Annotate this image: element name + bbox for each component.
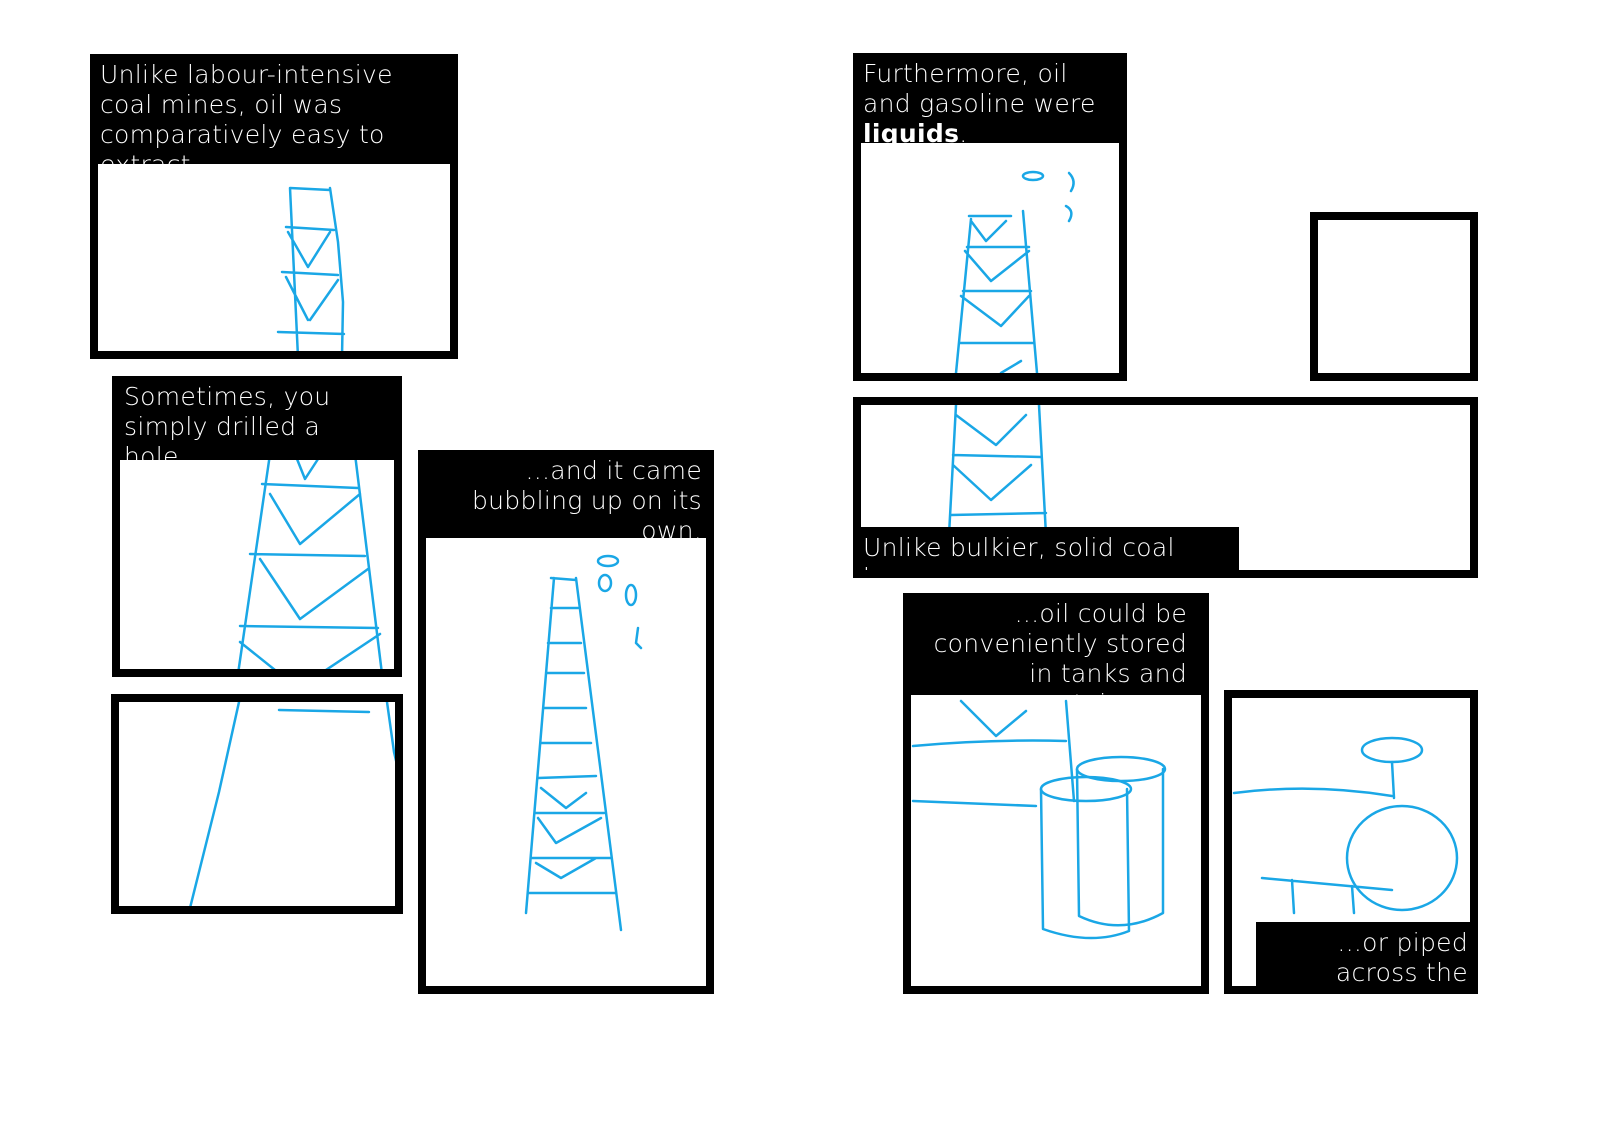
derrick-drawing	[189, 702, 395, 906]
derrick-drawing	[954, 170, 1075, 373]
comic-panel-7: Unlike bulkier, solid coal lumps...	[853, 397, 1478, 578]
caption-emphasis: liquids	[863, 119, 960, 148]
comic-panel-3	[111, 694, 403, 914]
derrick-drawing	[524, 554, 643, 932]
comic-panel-2: Sometimes, you simply drilled a hole...	[112, 376, 402, 677]
caption-box: ...or piped across the countryside.	[1256, 922, 1470, 986]
caption-box: Unlike bulkier, solid coal lumps...	[861, 527, 1239, 570]
comic-panel-8: ...oil could be conveniently stored in t…	[903, 593, 1209, 994]
caption-box: Unlike labour-intensive coal mines, oil …	[98, 62, 450, 179]
derrick-drawing	[947, 405, 1048, 537]
tanks-drawing	[911, 699, 1167, 940]
comic-panel-9: ...or piped across the countryside.	[1224, 690, 1478, 994]
caption-text: Furthermore, oil and gasoline were	[863, 59, 1096, 118]
caption-box: ...oil could be conveniently stored in t…	[911, 601, 1201, 718]
comic-panel-5: Furthermore, oil and gasoline were liqui…	[853, 53, 1127, 381]
comic-panel-6	[1310, 212, 1478, 381]
comic-panel-1: Unlike labour-intensive coal mines, oil …	[90, 54, 458, 359]
caption-box: ...and it came bubbling up on its own.	[426, 458, 706, 545]
derrick-drawing	[237, 452, 383, 669]
comic-panel-4: ...and it came bubbling up on its own.	[418, 450, 714, 994]
caption-period: .	[959, 119, 968, 148]
caption-box: Sometimes, you simply drilled a hole...	[120, 384, 394, 471]
derrick-drawing	[276, 186, 346, 351]
caption-box: Furthermore, oil and gasoline were liqui…	[861, 59, 1119, 148]
pipeline-drawing	[1232, 736, 1459, 915]
